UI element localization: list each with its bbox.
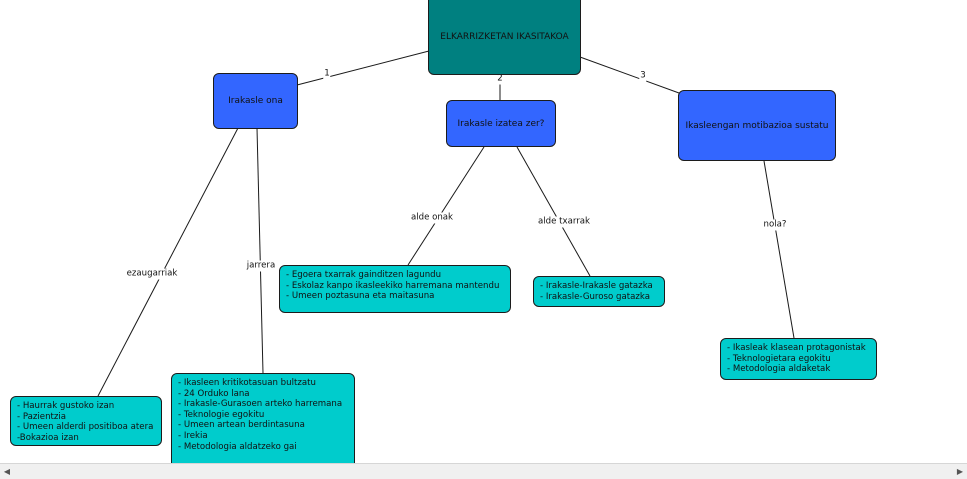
edge-label-2: 2 — [496, 73, 504, 85]
connector-izatea-to-alde-txarrak — [516, 146, 591, 277]
list-item: - Irakasle-Gurasoen arteko harremana — [178, 399, 343, 410]
list-item: -Bokazioa izan — [17, 432, 79, 443]
leaf-node-alde-txarrak[interactable]: - Irakasle-Irakasle gatazka - Irakasle-G… — [533, 276, 665, 307]
leaf-list: - Irakasle-Irakasle gatazka - Irakasle-G… — [540, 281, 653, 302]
list-item: - Metodologia aldaketak — [727, 364, 831, 375]
edge-label-1: 1 — [323, 68, 331, 80]
list-item: - Umeen alderdi positiboa atera — [17, 422, 154, 433]
connector-irakasle-ona-to-ezaugarriak — [97, 127, 239, 397]
leaf-node-nola[interactable]: - Ikasleak klasean protagonistak - Tekno… — [720, 338, 877, 380]
edge-label-jarrera: jarrera — [245, 260, 277, 272]
list-item: - Ikasleak klasean protagonistak — [727, 343, 866, 353]
edge-label-nola: nola? — [762, 219, 788, 231]
list-item: - Umeen poztasuna eta maitasuna — [286, 291, 435, 302]
edge-label-ezaugarriak: ezaugarriak — [125, 268, 179, 280]
leaf-node-ezaugarriak[interactable]: - Haurrak gustoko izan - Pazientzia - Um… — [10, 396, 162, 446]
edge-label-alde-txarrak: alde txarrak — [536, 216, 592, 228]
topic-node-ikasleengan-motibazioa[interactable]: Ikasleengan motibazioa sustatu — [678, 90, 836, 161]
list-item: - Teknologie egokitu — [178, 409, 265, 420]
list-item: - Pazientzia — [17, 411, 67, 422]
connector-root-to-irakasle-ona — [296, 50, 430, 86]
topic-node-label: Irakasle izatea zer? — [457, 118, 545, 129]
leaf-list: - Ikasleak klasean protagonistak - Tekno… — [727, 343, 866, 375]
root-node[interactable]: ELKARRIZKETAN IKASITAKOA — [428, 0, 581, 75]
list-item: - Metodologia aldatzeko gai — [178, 441, 297, 452]
connector-lines — [97, 50, 795, 397]
scroll-right-arrow-icon[interactable]: ▶ — [956, 467, 964, 476]
list-item: - Haurrak gustoko izan — [17, 401, 115, 411]
leaf-node-alde-onak[interactable]: - Egoera txarrak gainditzen lagundu - Es… — [279, 265, 511, 313]
concept-map-canvas: 1 2 3 ezaugarriak jarrera alde onak alde… — [10, 0, 877, 463]
edge-label-3: 3 — [639, 70, 647, 82]
list-item: - Irakasle-Irakasle gatazka — [540, 281, 653, 291]
leaf-list: - Egoera txarrak gainditzen lagundu - Es… — [286, 270, 499, 302]
list-item: - Ikasleen kritikotasuan bultzatu — [178, 378, 316, 388]
connector-izatea-to-alde-onak — [407, 146, 485, 266]
scroll-left-arrow-icon[interactable]: ◀ — [3, 467, 11, 476]
root-node-label: ELKARRIZKETAN IKASITAKOA — [440, 31, 569, 42]
list-item: - Umeen artean berdintasuna — [178, 420, 305, 431]
list-item: - Irakasle-Guroso gatazka — [540, 291, 650, 302]
list-item: - Irekia — [178, 430, 208, 441]
connector-root-to-ikasleengan — [579, 56, 680, 94]
leaf-node-jarrera[interactable]: - Ikasleen kritikotasuan bultzatu - 24 O… — [171, 373, 355, 463]
leaf-list: - Ikasleen kritikotasuan bultzatu - 24 O… — [178, 378, 342, 452]
topic-node-label: Ikasleengan motibazioa sustatu — [685, 120, 829, 131]
topic-node-irakasle-izatea[interactable]: Irakasle izatea zer? — [446, 100, 556, 147]
connector-irakasle-ona-to-jarrera — [256, 127, 264, 374]
list-item: - Teknologietara egokitu — [727, 353, 831, 364]
topic-node-irakasle-ona[interactable]: Irakasle ona — [213, 73, 298, 129]
list-item: - 24 Orduko lana — [178, 388, 250, 399]
list-item: - Eskolaz kanpo ikasleekiko harremana ma… — [286, 280, 500, 291]
horizontal-scrollbar[interactable]: ◀ ▶ — [0, 463, 967, 479]
topic-node-label: Irakasle ona — [228, 96, 283, 106]
list-item: - Egoera txarrak gainditzen lagundu — [286, 270, 442, 280]
edge-label-alde-onak: alde onak — [409, 212, 455, 224]
leaf-list: - Haurrak gustoko izan - Pazientzia - Um… — [17, 401, 153, 443]
connector-ikasleengan-to-nola — [763, 160, 795, 339]
